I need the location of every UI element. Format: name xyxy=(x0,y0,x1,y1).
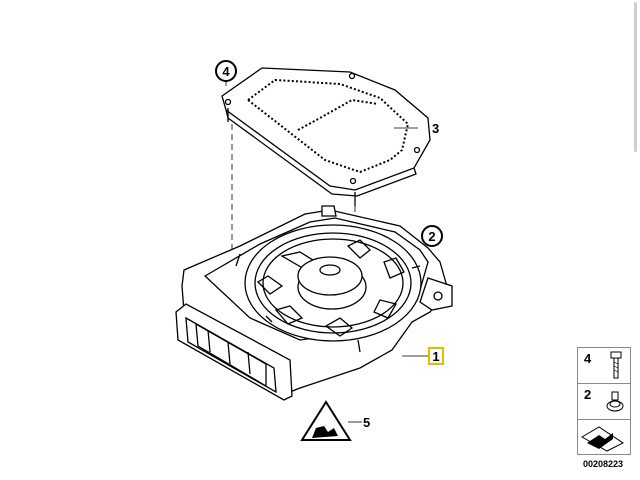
arrow-icon xyxy=(580,426,624,452)
legend-number: 2 xyxy=(584,387,592,402)
callout-part-3[interactable]: 3 xyxy=(432,121,439,136)
legend-row-bolt[interactable]: 4 xyxy=(578,348,630,384)
drawing-number: 00208223 xyxy=(583,459,624,469)
callout-part-1[interactable]: 1 xyxy=(428,347,444,365)
callout-label: 2 xyxy=(428,228,436,244)
callout-part-4[interactable]: 4 xyxy=(215,60,237,82)
callout-part-2[interactable]: 2 xyxy=(421,225,443,247)
scrollbar[interactable] xyxy=(634,2,637,152)
parts-legend: 4 2 xyxy=(577,347,631,455)
callout-part-5[interactable]: 5 xyxy=(363,415,370,430)
callout-label: 3 xyxy=(432,121,440,136)
warning-triangle-icon xyxy=(300,400,352,441)
callout-label: 5 xyxy=(363,415,371,430)
legend-number: 4 xyxy=(584,351,592,366)
clip-nut-icon xyxy=(606,391,624,412)
callout-label: 1 xyxy=(432,348,440,364)
subwoofer-housing xyxy=(175,205,453,401)
callout-label: 4 xyxy=(222,63,230,79)
bolt-icon xyxy=(610,351,622,379)
legend-row-clip-nut[interactable]: 2 xyxy=(578,384,630,420)
legend-row-arrow[interactable] xyxy=(578,420,630,454)
speaker-cover xyxy=(221,67,431,206)
